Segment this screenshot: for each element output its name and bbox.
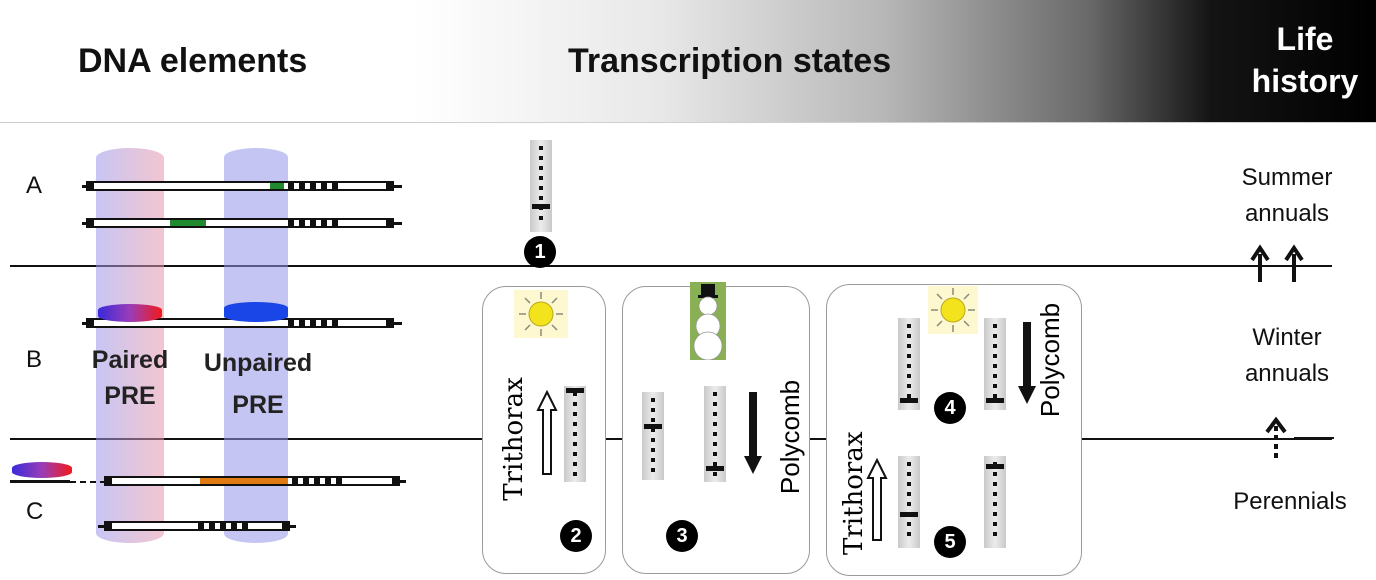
exon-block bbox=[292, 478, 342, 484]
up-arrow-icon bbox=[536, 390, 558, 475]
chromatin-track bbox=[651, 398, 655, 474]
gene-a1 bbox=[90, 181, 392, 191]
paired-pre-line1: Paired bbox=[91, 346, 169, 374]
up-arrow-icon bbox=[866, 458, 888, 541]
gene-c2-left-cap bbox=[104, 521, 112, 531]
summer-line1: Summer bbox=[1241, 164, 1333, 191]
gene-a1-right-cap bbox=[386, 181, 394, 191]
summer-annuals-label: Summer annuals bbox=[1212, 160, 1362, 232]
chromatin-strand bbox=[704, 386, 726, 482]
transcription-states-heading: Transcription states bbox=[568, 42, 892, 80]
winter-annuals-label: Winter annuals bbox=[1212, 320, 1362, 392]
exon-block bbox=[288, 220, 338, 226]
chromatin-strand bbox=[898, 456, 920, 548]
chromatin-strand bbox=[898, 318, 920, 410]
chromatin-track bbox=[713, 392, 717, 476]
chromatin-track bbox=[907, 462, 911, 542]
step-2-badge: 2 bbox=[560, 520, 592, 552]
chromatin-track bbox=[907, 324, 911, 404]
step-4-badge: 4 bbox=[934, 392, 966, 424]
summer-line2: annuals bbox=[1244, 200, 1330, 227]
dna-elements-heading: DNA elements bbox=[78, 42, 308, 80]
chromatin-track bbox=[993, 462, 997, 542]
life-history-heading: Life history bbox=[1230, 18, 1376, 102]
exon-block bbox=[288, 183, 338, 189]
double-up-arrow-icon bbox=[1250, 244, 1332, 282]
step-5-badge: 5 bbox=[934, 526, 966, 558]
exon-block bbox=[198, 523, 248, 529]
gene-a2-left-cap bbox=[86, 218, 94, 228]
exon-block bbox=[288, 320, 338, 326]
life-history-line1: Life bbox=[1276, 21, 1334, 57]
down-arrow-icon bbox=[744, 392, 762, 474]
trithorax-label-5: Trithorax bbox=[839, 431, 869, 555]
green-region bbox=[170, 220, 206, 226]
chromatin-strand bbox=[984, 456, 1006, 548]
unpaired-pre-line1: Unpaired bbox=[203, 349, 313, 377]
sun-icon bbox=[514, 290, 568, 338]
row-label-c: C bbox=[26, 498, 44, 525]
snowman-icon bbox=[690, 282, 726, 360]
winter-line1: Winter bbox=[1252, 324, 1322, 351]
gene-a1-right-tip bbox=[392, 185, 402, 188]
expression-mark bbox=[986, 398, 1004, 403]
gene-c2-right-cap bbox=[282, 521, 290, 531]
polycomb-label-4: Polycomb bbox=[1035, 302, 1065, 418]
expression-mark bbox=[532, 204, 550, 209]
chromatin-track bbox=[993, 324, 997, 404]
gene-a1-left-cap bbox=[86, 181, 94, 191]
unpaired-pre-line2: PRE bbox=[232, 391, 284, 419]
chromatin-strand bbox=[530, 140, 552, 232]
chromatin-strand bbox=[564, 386, 586, 482]
row-label-b: B bbox=[26, 346, 43, 373]
gene-c2-left-tip bbox=[98, 525, 108, 528]
orange-region bbox=[200, 478, 288, 484]
paired-pre-label: Paired PRE bbox=[78, 342, 182, 414]
unpaired-pre-disk bbox=[224, 302, 288, 322]
expression-mark bbox=[706, 466, 724, 471]
paired-pre-disk bbox=[98, 304, 162, 322]
expression-mark bbox=[900, 398, 918, 403]
green-region bbox=[270, 183, 284, 189]
gene-c1-right-cap bbox=[392, 476, 400, 486]
perennials-label: Perennials bbox=[1233, 488, 1347, 515]
gene-b-right-tip bbox=[392, 322, 402, 325]
polycomb-label-3: Polycomb bbox=[775, 379, 805, 495]
life-history-line2: history bbox=[1251, 63, 1359, 99]
excised-pre-fragment bbox=[10, 480, 70, 483]
chromatin-track bbox=[573, 392, 577, 476]
header-band bbox=[0, 0, 1376, 123]
gene-c1 bbox=[108, 476, 398, 486]
gene-a2-right-tip bbox=[392, 222, 402, 225]
gene-c1-right-tip bbox=[398, 480, 406, 483]
gene-c1-left-cap bbox=[104, 476, 112, 486]
gene-b-right-cap bbox=[386, 318, 394, 328]
winter-line2: annuals bbox=[1244, 360, 1330, 387]
expression-mark bbox=[644, 424, 662, 429]
paired-pre-line2: PRE bbox=[104, 382, 156, 410]
dashed-up-arrow-icon bbox=[1265, 416, 1334, 458]
divider-a-b bbox=[10, 265, 1332, 267]
expression-mark bbox=[566, 388, 584, 393]
chromatin-strand bbox=[984, 318, 1006, 410]
row-label-a: A bbox=[26, 172, 43, 199]
sun-icon bbox=[928, 286, 978, 334]
down-arrow-icon bbox=[1018, 322, 1036, 404]
gene-c2-right-tip bbox=[288, 525, 296, 528]
chromatin-track bbox=[539, 146, 543, 226]
gene-a2 bbox=[90, 218, 392, 228]
dashed-link bbox=[70, 481, 106, 483]
step-1-badge: 1 bbox=[524, 236, 556, 268]
expression-mark bbox=[900, 512, 918, 517]
expression-mark bbox=[986, 464, 1004, 469]
unpaired-pre-label: Unpaired PRE bbox=[190, 342, 326, 426]
excised-pre-disk bbox=[12, 462, 72, 478]
step-3-badge: 3 bbox=[666, 520, 698, 552]
chromatin-strand bbox=[642, 392, 664, 480]
gene-b-left-cap bbox=[86, 318, 94, 328]
gene-c2 bbox=[108, 521, 286, 531]
trithorax-label-2: Trithorax bbox=[499, 377, 529, 501]
gene-a2-right-cap bbox=[386, 218, 394, 228]
